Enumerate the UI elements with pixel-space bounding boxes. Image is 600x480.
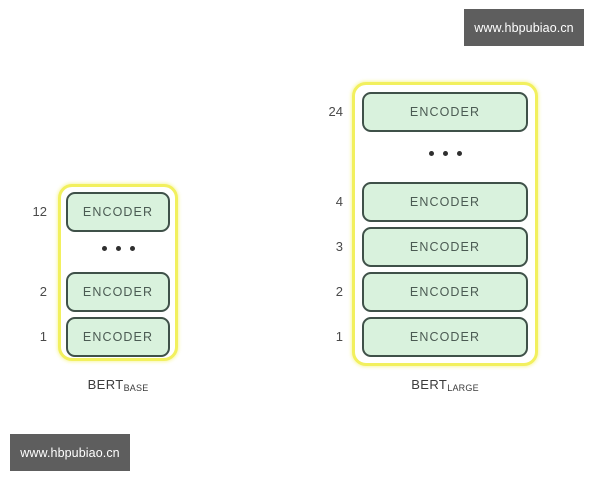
- bert-base-encoder-2[interactable]: ENCODER: [66, 272, 170, 312]
- bert-large-caption-sub: LARGE: [447, 383, 479, 393]
- bert-large-layer-number-3: 3: [335, 239, 343, 254]
- watermark-bottom: www.hbpubiao.cn: [10, 434, 130, 471]
- bert-base-caption-sub: BASE: [123, 383, 149, 393]
- ellipsis-dot: [442, 150, 448, 156]
- ellipsis-dot: [456, 150, 462, 156]
- bert-large-encoder-3[interactable]: ENCODER: [362, 227, 528, 267]
- ellipsis-dot: [129, 245, 135, 251]
- bert-large-encoder-1[interactable]: ENCODER: [362, 317, 528, 357]
- bert-base-layer-number-2: 2: [39, 284, 47, 299]
- bert-large-layer-number-24: 24: [328, 104, 343, 119]
- bert-large-layer-number-4: 4: [335, 194, 343, 209]
- ellipsis-dot: [115, 245, 121, 251]
- bert-base-layer-number-12: 12: [32, 204, 47, 219]
- bert-base-caption-main: BERT: [87, 377, 124, 392]
- ellipsis-dot: [101, 245, 107, 251]
- bert-base-encoder-12[interactable]: ENCODER: [66, 192, 170, 232]
- bert-large-caption-main: BERT: [411, 377, 448, 392]
- bert-large-ellipsis: [362, 145, 528, 161]
- bert-base-caption: BERTBASE: [58, 377, 178, 393]
- bert-large-caption: BERTLARGE: [352, 377, 538, 393]
- bert-base-ellipsis: [66, 240, 170, 256]
- bert-large-encoder-2[interactable]: ENCODER: [362, 272, 528, 312]
- bert-large-layer-number-2: 2: [335, 284, 343, 299]
- bert-base-encoder-1[interactable]: ENCODER: [66, 317, 170, 357]
- bert-base-layer-number-1: 1: [39, 329, 47, 344]
- bert-large-encoder-24[interactable]: ENCODER: [362, 92, 528, 132]
- bert-large-layer-number-1: 1: [335, 329, 343, 344]
- watermark-top: www.hbpubiao.cn: [464, 9, 584, 46]
- bert-large-encoder-4[interactable]: ENCODER: [362, 182, 528, 222]
- ellipsis-dot: [428, 150, 434, 156]
